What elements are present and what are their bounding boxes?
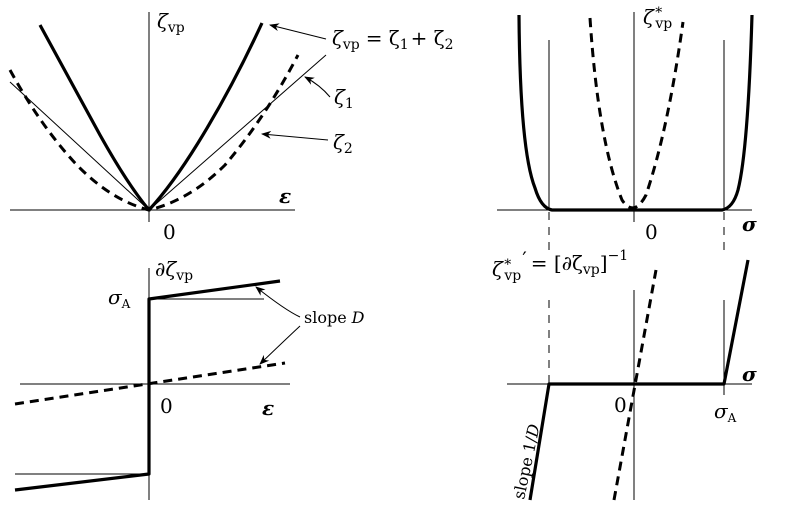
label-eps-bl: ε <box>262 396 274 420</box>
label-conj-derivative: ζ∗vp′= [∂ζvp]−1 <box>492 247 628 284</box>
label-eps-tl: ε <box>279 184 291 208</box>
label-zeta-vp-star: ζ∗vp <box>643 2 672 32</box>
zeta-vp-curve <box>38 22 264 212</box>
zeta1-curve-left <box>9 81 150 211</box>
label-sigma-a-br: σA <box>714 399 737 425</box>
label-slope-1-over-d: slope 1/D <box>509 422 543 501</box>
label-equation: ζvp= ζ1+ ζ2 <box>332 26 454 53</box>
arrow-eq <box>269 23 327 40</box>
dashed-line-br <box>612 269 658 501</box>
arrow-slope-lower <box>259 325 301 365</box>
panel-top-left: ζvp ε 0 ζvp= ζ1+ ζ2 ζ1 ζ2 <box>8 9 454 244</box>
label-zeta-vp-tl: ζvp <box>157 9 185 36</box>
arrow-zeta1 <box>304 76 331 98</box>
label-sigma-br: σ <box>742 362 757 386</box>
arrow-slope-upper <box>255 286 301 318</box>
label-zero-br: 0 <box>614 393 627 417</box>
label-zero-tr: 0 <box>645 220 658 244</box>
label-zeta1: ζ1 <box>334 85 354 112</box>
zeta2-curve <box>8 54 300 212</box>
conj-thick-curve <box>517 14 754 212</box>
label-zero-bl: 0 <box>160 394 173 418</box>
label-sigma-tr: σ <box>742 212 757 236</box>
thick-line-bl <box>14 279 281 492</box>
arrow-zeta2 <box>261 130 329 141</box>
label-sigma-a-bl: σA <box>108 285 131 311</box>
thick-line-br <box>528 259 750 501</box>
label-partial-zeta: ∂ζvp <box>155 257 193 284</box>
panel-top-right: ζ∗vp σ 0 <box>497 2 757 250</box>
label-zeta2: ζ2 <box>333 130 353 157</box>
zeta1-curve-right <box>148 54 327 211</box>
label-zero-tl: 0 <box>163 220 176 244</box>
conj-dashed-curve <box>588 17 685 210</box>
panel-bottom-right: ζ∗vp′= [∂ζvp]−1 σ 0 σA slope 1/D <box>492 247 757 501</box>
